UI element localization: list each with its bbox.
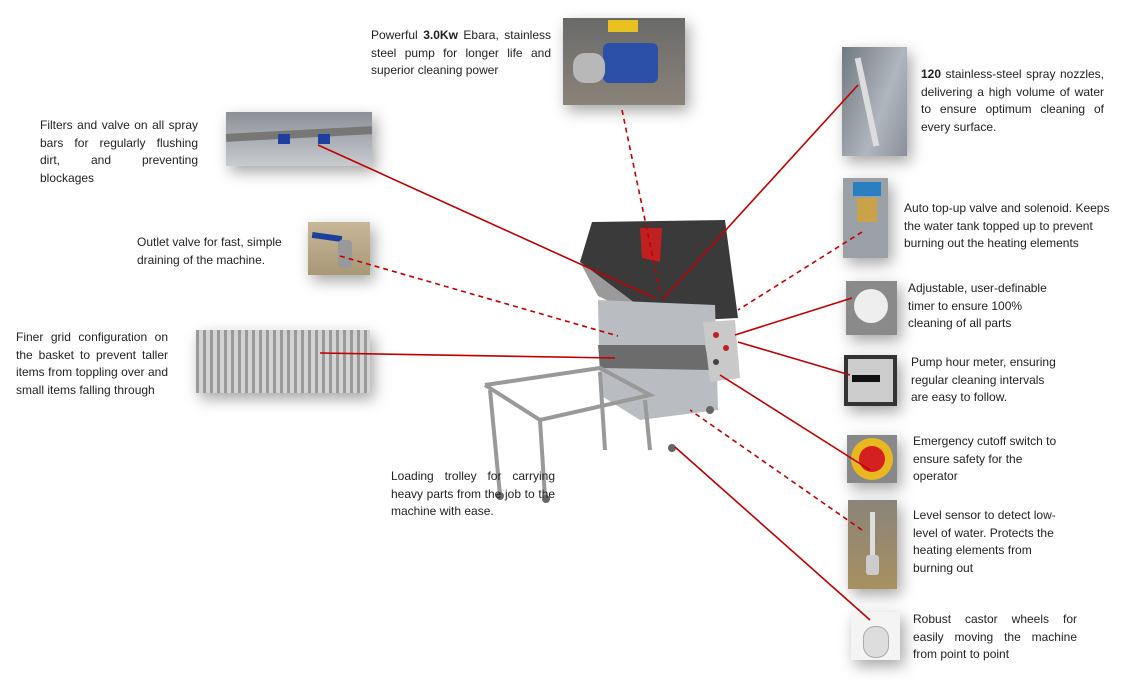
emergency-stop-photo <box>847 435 897 483</box>
leader-timer <box>734 297 853 336</box>
leader-pump <box>621 109 661 293</box>
leader-grid <box>319 352 616 359</box>
castor-wheel-photo <box>851 612 900 660</box>
leader-emergency <box>719 374 871 471</box>
leader-nozzles <box>661 84 859 301</box>
pump-caption: Powerful 3.0Kw Ebara, stainless steel pu… <box>371 28 551 77</box>
timer-photo <box>846 281 897 335</box>
trolley-caption: Loading trolley for carrying heavy parts… <box>391 469 555 518</box>
hour-meter-caption: Pump hour meter, ensuring regular cleani… <box>911 355 1056 404</box>
grid-caption: Finer grid configuration on the basket t… <box>16 330 168 397</box>
parts-washer-machine <box>483 220 740 503</box>
filters-photo <box>226 112 372 166</box>
level-sensor-photo <box>848 500 897 589</box>
leader-outlet <box>339 255 619 337</box>
level-caption: Level sensor to detect low-level of wate… <box>913 508 1056 575</box>
filters-caption: Filters and valve on all spray bars for … <box>40 118 198 185</box>
leader-castor <box>674 446 871 621</box>
topup-caption: Auto top-up valve and solenoid. Keeps th… <box>904 201 1110 250</box>
castor-caption: Robust castor wheels for easily moving t… <box>913 612 1077 661</box>
hour-meter-photo <box>844 355 897 406</box>
leader-filters <box>317 144 656 299</box>
grid-photo <box>196 330 370 393</box>
emergency-caption: Emergency cutoff switch to ensure safety… <box>913 434 1057 483</box>
topup-valve-photo <box>843 178 888 258</box>
nozzles-caption: 120 stainless-steel spray nozzles, deliv… <box>921 67 1104 134</box>
nozzles-photo <box>842 47 907 156</box>
outlet-valve-photo <box>308 222 370 275</box>
timer-caption: Adjustable, user-definable timer to ensu… <box>908 281 1047 330</box>
leader-topup <box>737 231 863 311</box>
leader-level <box>689 409 863 531</box>
leader-hour-meter <box>737 341 851 376</box>
pump-photo <box>563 18 685 105</box>
outlet-caption: Outlet valve for fast, simple draining o… <box>137 235 282 267</box>
